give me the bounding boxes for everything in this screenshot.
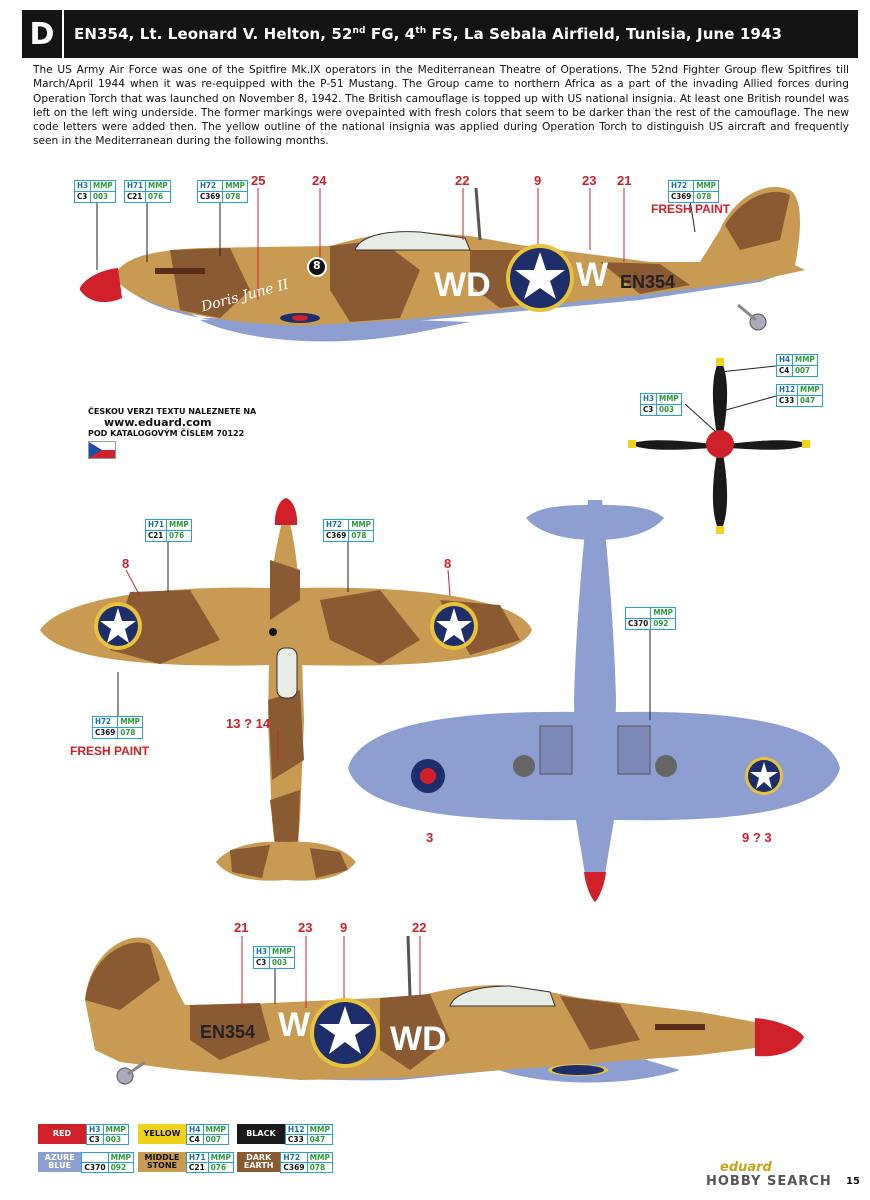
legend-swatch: BLACK [237, 1124, 285, 1144]
left-codes: WD [390, 1020, 447, 1058]
top-view-aircraft [40, 498, 532, 881]
stencil-number: 22 [412, 920, 427, 935]
stencil-number: 9 [534, 173, 542, 188]
side-codes: WD [434, 266, 491, 304]
side-serial: EN354 [620, 272, 676, 292]
side-badge-number: 8 [313, 259, 321, 272]
stencil-number: 9 ? 3 [742, 830, 772, 845]
bottom-view-aircraft [348, 500, 840, 902]
legend-swatch: YELLOW [138, 1124, 186, 1144]
eduard-url[interactable]: www.eduard.com [104, 416, 212, 429]
side-view-aircraft [79, 187, 805, 342]
fresh-paint-label-tail: FRESH PAINT [651, 202, 731, 216]
watermark: HOBBY SEARCH [706, 1174, 832, 1189]
czech-flag-icon [88, 441, 116, 459]
stencil-number: 8 [444, 556, 452, 571]
stencil-number: 3 [426, 830, 434, 845]
history-description: The US Army Air Force was one of the Spi… [33, 64, 849, 148]
left-view-aircraft [85, 935, 804, 1085]
stencil-number: 23 [582, 173, 597, 188]
propeller-view [628, 358, 810, 534]
profile-letter: D [22, 10, 64, 58]
eduard-logo: eduard [720, 1160, 772, 1175]
page-number: 15 [846, 1176, 860, 1187]
stencil-number: 21 [234, 920, 249, 935]
stencil-number: 13 ? 14 [226, 716, 271, 731]
profile-title: EN354, Lt. Leonard V. Helton, 52nd FG, 4… [74, 25, 783, 43]
stencil-number: 8 [122, 556, 130, 571]
fresh-paint-label-wing: FRESH PAINT [70, 744, 150, 758]
side-code-w: W [576, 256, 609, 294]
stencil-number: 9 [340, 920, 348, 935]
stencil-number: 23 [298, 920, 313, 935]
czech-version-note: ČESKOU VERZI TEXTU NALEZNETE NA www.edua… [88, 406, 256, 459]
legend-swatch: RED [38, 1124, 86, 1144]
stencil-number: 25 [251, 173, 266, 188]
left-code-w: W [278, 1006, 311, 1044]
legend-swatch: MIDDLE STONE [138, 1152, 186, 1172]
stencil-number: 21 [617, 173, 632, 188]
stencil-number: 22 [455, 173, 470, 188]
legend-swatch: DARK EARTH [237, 1152, 281, 1172]
stencil-number: 24 [312, 173, 327, 188]
legend-swatch: AZURE BLUE [38, 1152, 82, 1172]
left-serial: EN354 [200, 1022, 256, 1042]
profile-header: D EN354, Lt. Leonard V. Helton, 52nd FG,… [22, 10, 858, 58]
